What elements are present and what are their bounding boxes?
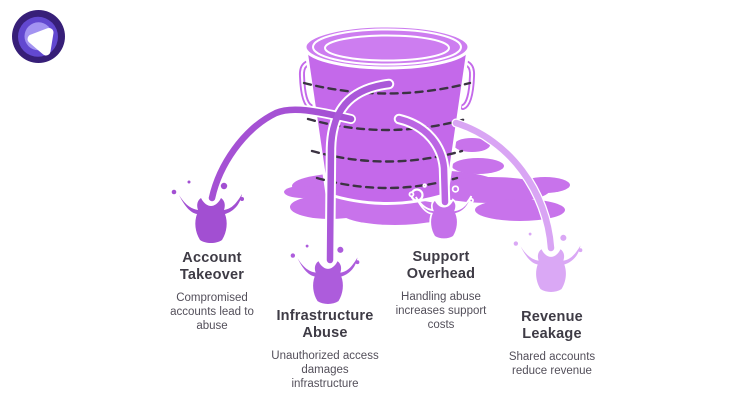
- stream-support-overhead: [395, 115, 449, 206]
- leak-label-revenue-leakage: Revenue Leakage Shared accounts reduce r…: [477, 309, 627, 378]
- brand-logo: [12, 10, 65, 63]
- bucket: [298, 24, 476, 205]
- leak-title: Revenue Leakage: [521, 309, 583, 342]
- leak-title: Support Overhead: [406, 249, 476, 282]
- leak-label-support-overhead: Support Overhead Handling abuse increase…: [366, 249, 516, 332]
- leak-description: Handling abuse increases support costs: [395, 291, 487, 331]
- leak-title: Infrastructure Abuse: [276, 308, 374, 341]
- leak-label-infrastructure-abuse: Infrastructure Abuse Unauthorized access…: [250, 308, 400, 391]
- leak-description: Compromised accounts lead to abuse: [170, 292, 254, 332]
- stream-account-takeover: [208, 106, 355, 202]
- leak-label-account-takeover: Account Takeover Compromised accounts le…: [137, 250, 287, 333]
- logo-core-triangle: [27, 28, 54, 56]
- bucket-rim: [303, 24, 471, 70]
- leak-description: Unauthorized access damages infrastructu…: [271, 350, 379, 390]
- stream-revenue-leakage: [452, 119, 555, 252]
- bucket-opening: [324, 34, 450, 62]
- leak-title: Account Takeover: [179, 250, 245, 283]
- stream-infrastructure-abuse: [326, 80, 393, 264]
- bucket-rim-lip: [312, 28, 462, 66]
- leak-description: Shared accounts reduce revenue: [508, 351, 596, 377]
- splash-account-takeover: [171, 180, 244, 243]
